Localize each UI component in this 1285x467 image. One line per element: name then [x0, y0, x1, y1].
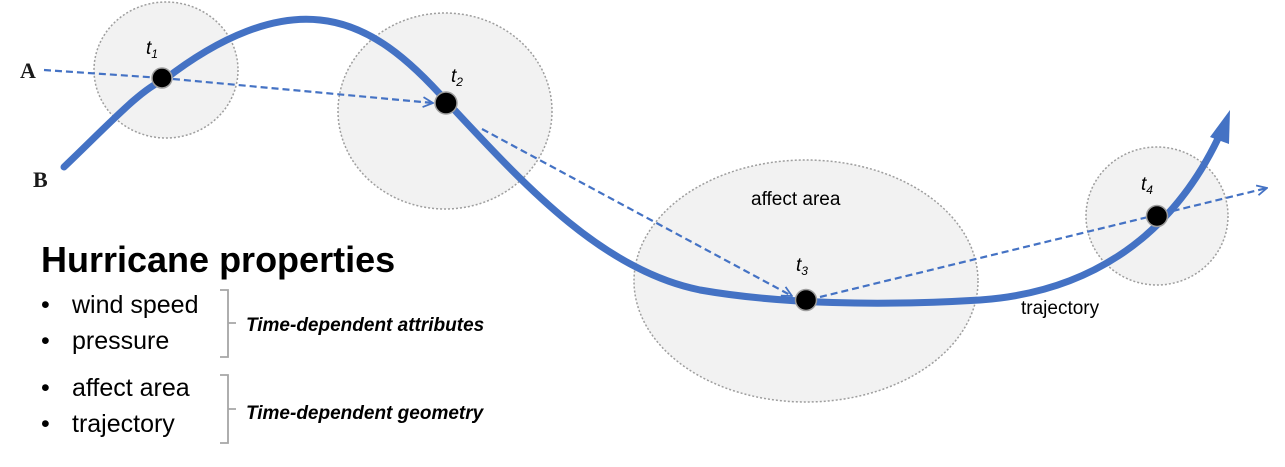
sampled-path	[43, 68, 1267, 299]
group-label-attributes: Time-dependent attributes	[246, 315, 484, 336]
time-node-t1	[151, 67, 173, 89]
bracket-attributes	[220, 289, 236, 358]
endpoint-label-b: B	[33, 167, 48, 192]
property-trajectory: trajectory	[72, 410, 175, 438]
property-affect-area: affect area	[72, 374, 190, 402]
time-label-t4: t4	[1141, 174, 1153, 197]
time-node-t2	[434, 91, 458, 115]
trajectory-label: trajectory	[1021, 298, 1100, 319]
trajectory-curve	[60, 15, 1226, 307]
time-node-t4	[1145, 204, 1169, 228]
group-label-geometry: Time-dependent geometry	[246, 403, 485, 424]
time-label-t2: t2	[451, 66, 463, 89]
property-pressure: pressure	[72, 327, 169, 355]
bullet-2: •	[41, 327, 50, 355]
affect-area-t3	[633, 159, 979, 403]
dashed-segment-t2-t3	[481, 128, 792, 297]
endpoint-label-a: A	[20, 58, 36, 83]
bullet-1: •	[41, 291, 50, 319]
bracket-geometry	[220, 374, 236, 444]
time-label-t3: t3	[796, 255, 808, 278]
time-label-t1: t1	[146, 38, 158, 61]
bullet-3: •	[41, 374, 50, 402]
properties-heading: Hurricane properties	[41, 239, 395, 280]
time-node-t3	[794, 288, 818, 312]
trajectory-arrowhead	[1210, 110, 1230, 144]
bullet-4: •	[41, 410, 50, 438]
affect-area-label: affect area	[751, 189, 841, 210]
property-wind-speed: wind speed	[71, 291, 198, 319]
dashed-segment-t1-t2	[161, 76, 433, 103]
dashed-segment-a-t1	[43, 68, 163, 80]
